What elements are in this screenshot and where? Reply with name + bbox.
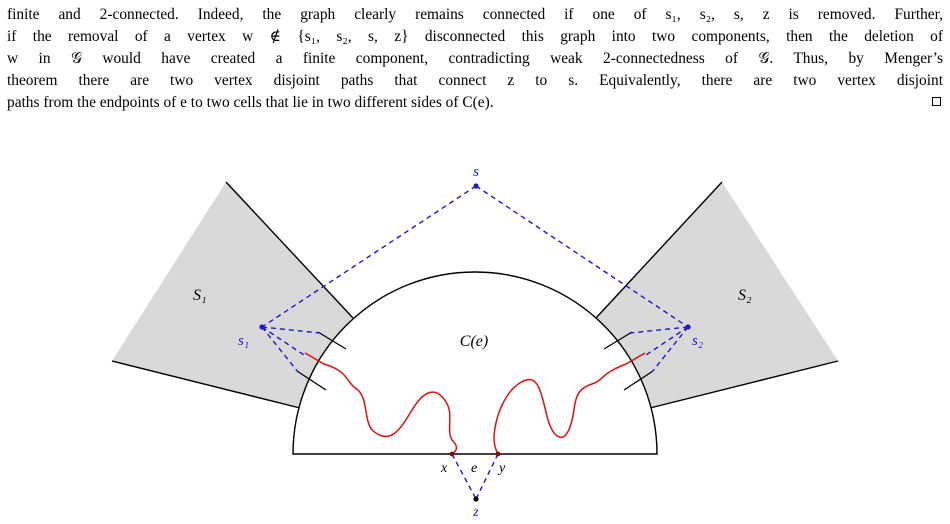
- tick-right-lower: [623, 370, 654, 391]
- tick-left-upper: [317, 331, 347, 350]
- sector-s2-lower-edge: [649, 360, 839, 409]
- label-y: y: [497, 461, 506, 476]
- vertex-x: [449, 451, 455, 457]
- label-S1: S₁: [193, 287, 207, 304]
- vertex-s: [473, 183, 479, 189]
- tick-left-lower: [296, 370, 327, 391]
- red-path-right: [493, 352, 646, 455]
- paragraph-line-5-text: paths from the endpoints of e to two cel…: [7, 94, 494, 111]
- sector-s2: [596, 182, 838, 408]
- sector-s1-upper-edge: [225, 181, 354, 319]
- tick-right-upper: [603, 331, 633, 350]
- qed-square-icon: [932, 97, 941, 106]
- vertex-z: [473, 496, 479, 502]
- paragraph-line-2: if the removal of a vertex w ∉ {s₁, s₂, …: [7, 28, 943, 45]
- dashed-edges: [261, 185, 689, 500]
- figure-svg: s s₁ s₂ S₁ S₂ C(e) x e y z: [111, 164, 839, 520]
- vertex-s1: [259, 324, 265, 330]
- edge-y-z: [475, 453, 499, 500]
- edge-s1-tick-a: [261, 326, 321, 334]
- label-s1: s₁: [238, 333, 249, 349]
- label-z: z: [472, 505, 479, 520]
- paragraph-line-5: paths from the endpoints of e to two cel…: [7, 92, 943, 114]
- edge-s-s2: [475, 185, 689, 328]
- label-e: e: [471, 461, 477, 476]
- sector-s2-upper-edge: [595, 181, 723, 319]
- label-s: s: [473, 164, 479, 180]
- vertex-y: [495, 451, 501, 457]
- paragraph-line-1: finite and 2-connected. Indeed, the grap…: [7, 6, 943, 23]
- sector-s1-lower-edge: [111, 360, 301, 409]
- edge-s2-tick-a: [629, 326, 689, 334]
- proof-figure: s s₁ s₂ S₁ S₂ C(e) x e y z: [0, 150, 950, 524]
- cycle-c-e: [292, 271, 658, 455]
- vertex-s2: [685, 324, 691, 330]
- label-S2: S₂: [738, 287, 752, 304]
- label-C-e: C(e): [460, 333, 488, 350]
- paper-paragraph: finite and 2-connected. Indeed, the grap…: [7, 4, 943, 114]
- red-path-left: [304, 352, 458, 455]
- label-x: x: [440, 461, 448, 476]
- edge-s-s1: [261, 185, 477, 328]
- paragraph-line-4: theorem there are two vertex disjoint pa…: [7, 72, 943, 89]
- label-s2: s₂: [692, 333, 703, 349]
- sector-s1: [112, 182, 353, 408]
- paragraph-line-3: w in 𝒢 would have created a finite compo…: [7, 50, 943, 67]
- edge-s1-tick-c: [261, 326, 299, 373]
- edge-s2-tick-c: [651, 326, 689, 373]
